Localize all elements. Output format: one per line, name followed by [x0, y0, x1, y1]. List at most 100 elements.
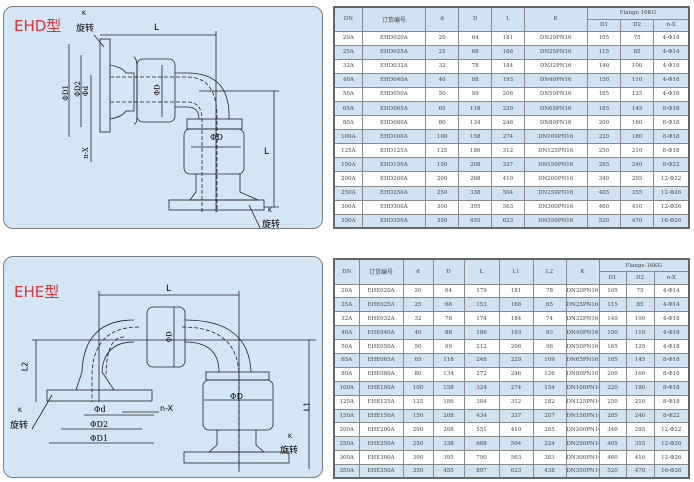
table-cell: 186: [458, 143, 493, 159]
table-cell: 12-Φ22: [653, 422, 690, 438]
table-cell: 160: [620, 115, 655, 131]
table-cell: 200: [424, 171, 460, 187]
table-cell: 99: [458, 86, 493, 102]
table-cell: 134: [432, 366, 465, 382]
table-cell: 85: [620, 44, 655, 60]
table-cell: 12-Φ22: [653, 171, 690, 187]
col-dn: DN: [333, 258, 360, 285]
table-cell: EHD025A: [361, 44, 427, 60]
table-cell: 285: [586, 157, 622, 173]
col-D2: D2: [620, 18, 655, 32]
table-cell: 504: [491, 185, 525, 201]
table-cell: EHD300A: [361, 199, 427, 215]
table-cell: 340: [598, 422, 627, 438]
table-cell: EHD040A: [361, 72, 427, 88]
table-cell: DN65PN16: [523, 100, 588, 117]
table-cell: EHE065A: [358, 352, 404, 368]
table-cell: 50: [402, 339, 434, 354]
table-cell: 285: [598, 408, 627, 424]
table-cell: 99: [432, 339, 465, 354]
table-cell: 200: [586, 115, 622, 131]
col-flange: Flange 16KG: [586, 6, 690, 20]
table-cell: 115: [586, 44, 622, 60]
table-cell: 168: [498, 297, 534, 313]
table-cell: 32A: [333, 58, 363, 74]
table-cell: 206: [491, 86, 525, 102]
table-cell: 551: [463, 422, 500, 438]
table-cell: DN32PN16: [523, 58, 588, 74]
table-cell: 40A: [333, 72, 363, 88]
table-cell: 350A: [333, 213, 363, 229]
table-cell: 350: [402, 464, 434, 479]
table-cell: 355: [625, 436, 655, 452]
table-cell: EHE080A: [358, 366, 404, 382]
ehd-k-top: K: [82, 10, 86, 17]
col-L1: L1: [498, 258, 534, 285]
table-cell: 25: [424, 44, 460, 60]
table-cell: 272: [463, 366, 500, 382]
table-cell: 248: [463, 352, 500, 368]
table-cell: 265: [532, 422, 567, 438]
table-cell: 395: [432, 450, 465, 466]
table-cell: EHD065A: [361, 100, 427, 117]
table-cell: 186: [463, 325, 500, 341]
table-cell: EHD150A: [361, 157, 427, 173]
ehe-drawing-panel: EHE型 L L2 L1 ΦD ΦD Φd ΦD2 ΦD1 n-X K 旋转 K…: [3, 256, 323, 478]
table-cell: 125: [620, 86, 655, 102]
table-cell: 105: [598, 283, 627, 299]
table-cell: 78: [458, 58, 493, 74]
table-cell: DN200PN16: [523, 171, 588, 187]
table-cell: 25A: [333, 44, 363, 60]
table-cell: 75: [620, 30, 655, 46]
table-cell: 688: [463, 436, 500, 452]
table-cell: 337: [498, 408, 534, 424]
table-cell: 240: [625, 408, 655, 424]
table-cell: 184: [491, 58, 525, 74]
table-cell: 410: [491, 171, 525, 187]
table-cell: DN32PN16: [565, 311, 600, 327]
table-cell: DN40PN16: [565, 325, 600, 341]
table-cell: DN350PN16: [565, 464, 600, 479]
table-cell: DN200PN16: [565, 422, 600, 438]
col-D2: D2: [625, 271, 655, 285]
table-cell: 154: [532, 380, 567, 396]
table-cell: 520: [586, 213, 622, 229]
table-cell: 193: [498, 325, 534, 341]
ehe-L-label: L: [166, 284, 172, 294]
table-cell: 4-Φ18: [653, 339, 690, 354]
table-cell: EHD032A: [361, 58, 427, 74]
col-D1: D1: [598, 271, 627, 285]
table-cell: 100: [402, 380, 434, 396]
table-cell: 410: [498, 422, 534, 438]
table-cell: 240: [620, 157, 655, 173]
table-cell: 210: [620, 143, 655, 159]
table-cell: 208: [458, 157, 493, 173]
table-cell: DN300PN16: [565, 450, 600, 466]
table-cell: 229: [491, 100, 525, 117]
table-cell: EHD200A: [361, 171, 427, 187]
table-cell: DN65PN16: [565, 352, 600, 368]
col-flange: Flange 16KG: [598, 258, 690, 272]
ehd-D-top-label: ΦD: [153, 84, 162, 96]
table-cell: 125: [402, 394, 434, 410]
table-cell: 324: [532, 436, 567, 452]
table-cell: 4-Φ18: [653, 311, 690, 327]
col-L: L: [463, 258, 500, 285]
ehd-drawing-panel: EHD型 K 旋转 L L ΦD1 ΦD2 Φd ΦD ΦD n-X K 旋转: [3, 6, 323, 229]
table-cell: 68: [432, 297, 465, 313]
table-cell: 32: [402, 311, 434, 327]
table-cell: EHE050A: [358, 339, 404, 354]
ehe-nX-label: n-X: [160, 404, 174, 413]
table-cell: 312: [498, 394, 534, 410]
ehe-k-left: K: [18, 407, 22, 414]
table-cell: 355: [620, 185, 655, 201]
table-cell: DN40PN16: [523, 72, 588, 88]
ehe-D2-label: ΦD2: [90, 420, 109, 429]
